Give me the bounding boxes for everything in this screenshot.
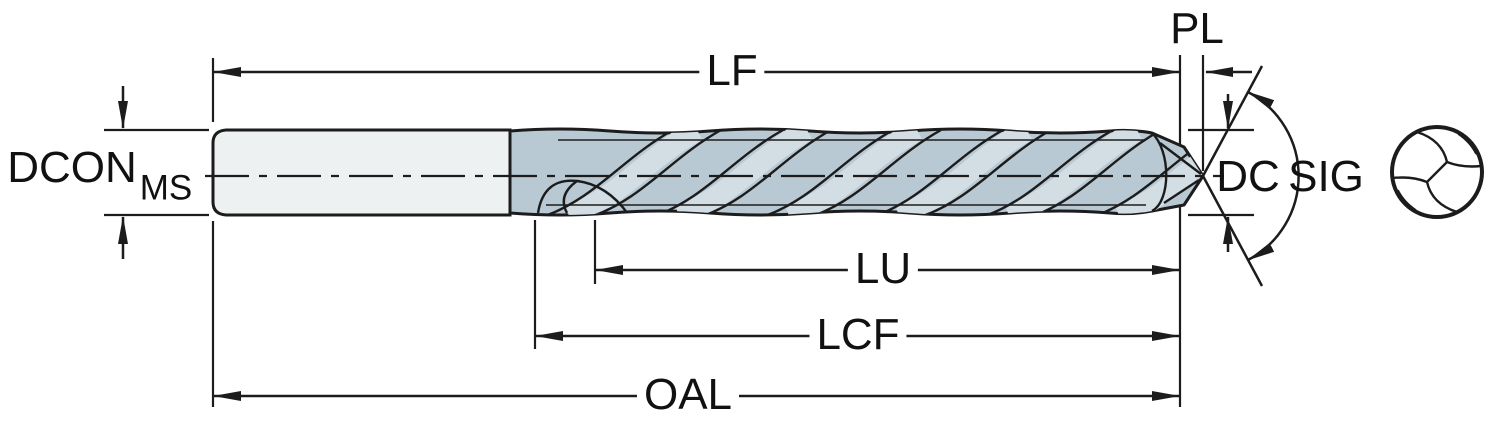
dcon-subscript-label: MS xyxy=(139,168,193,208)
sig-angle xyxy=(1201,65,1300,287)
dc-label: DC xyxy=(1216,152,1280,201)
lf-label: LF xyxy=(699,49,765,93)
drill-shank xyxy=(211,128,512,217)
dcon-dimension xyxy=(104,86,209,259)
drill-flute-body xyxy=(508,127,1205,217)
sig-label: SIG xyxy=(1288,152,1364,201)
dc-dimension xyxy=(1188,94,1254,252)
lcf-label: LCF xyxy=(809,313,907,357)
lu-label: LU xyxy=(847,247,919,291)
oal-label: OAL xyxy=(636,373,740,417)
dcon-label: DCON xyxy=(7,143,137,192)
lf-dimension xyxy=(211,58,1180,122)
pl-label: PL xyxy=(1170,4,1224,53)
right-extension-lines xyxy=(1178,55,1205,407)
drill-end-view xyxy=(1390,125,1484,219)
